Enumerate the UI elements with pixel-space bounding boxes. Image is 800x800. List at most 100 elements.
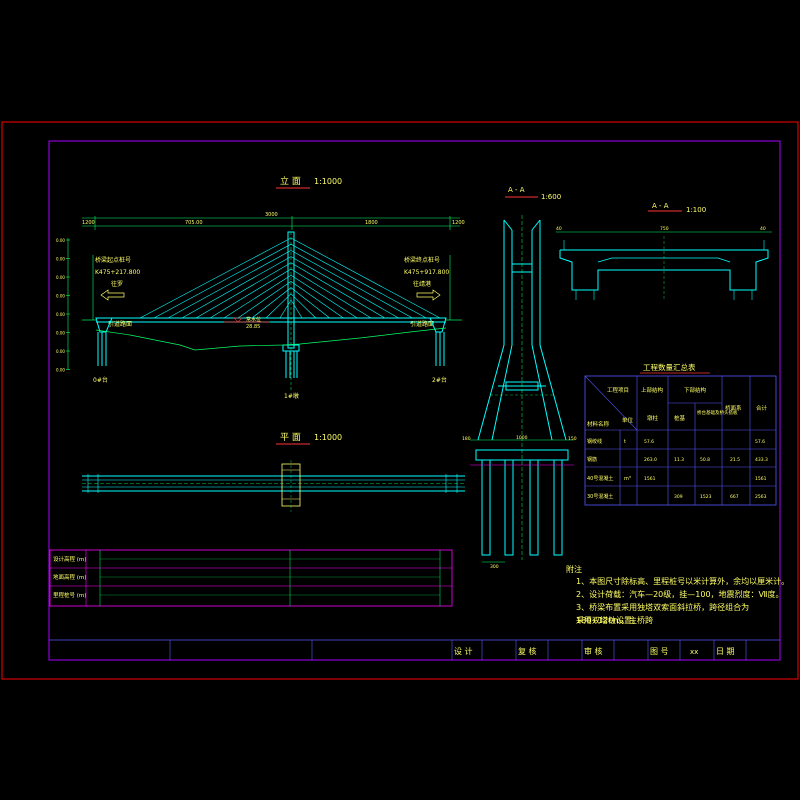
qty-cell-pier: 309 xyxy=(674,494,683,500)
ground-line xyxy=(95,327,447,351)
header-diagonal xyxy=(584,375,638,431)
col-pier: 墩柱 xyxy=(647,414,659,422)
note-line: 2、设计荷载：汽车—20级，挂—100，地震烈度：Ⅶ度。 xyxy=(576,590,784,599)
dim-right: 1800 xyxy=(365,220,378,226)
stay-cable xyxy=(290,287,330,319)
stay-cable xyxy=(279,299,292,319)
elev-tick-label: 0.00 xyxy=(56,275,65,280)
elev-tick-label: 0.00 xyxy=(56,349,65,354)
elev-tick-label: 0.00 xyxy=(56,257,65,262)
plan-scale: 1:1000 xyxy=(314,433,342,442)
dim-end: 1200 xyxy=(452,220,465,226)
elev-tick-label: 0.00 xyxy=(56,238,65,243)
stay-cable xyxy=(290,274,358,319)
stay-cable xyxy=(153,243,292,319)
left-abutment-label: 0#台 xyxy=(93,376,108,384)
qty-cell-super: 1561 xyxy=(644,476,656,482)
drawing-no-label: 图 号 xyxy=(650,647,669,656)
stay-cable xyxy=(139,237,292,319)
box-girder-inner xyxy=(597,257,731,263)
qty-cell-unit: m³ xyxy=(624,476,631,482)
tower-leg-right-outer xyxy=(539,220,567,441)
qty-cell-abut: 21.5 xyxy=(730,457,740,463)
drawing-no: xx xyxy=(690,648,698,656)
qty-cell-pile: 50.8 xyxy=(700,457,710,463)
elevation-view: 立 面 1:1000 3000 705.00 1800 1200 1200 0.… xyxy=(56,175,465,400)
plan-title: 平 面 xyxy=(280,432,301,443)
stay-cable xyxy=(290,243,427,319)
dim-left: 705.00 xyxy=(185,220,203,226)
stay-cable xyxy=(167,250,292,319)
right-direction: 往靖港 xyxy=(413,280,431,288)
elev-tick-label: 0.00 xyxy=(56,368,65,373)
qty-cell-abut: 667 xyxy=(730,494,739,500)
tower-section: A - A 1:600 180 1000 150 300 xyxy=(462,186,577,570)
section-b-scale: 1:100 xyxy=(686,206,706,214)
col-pile: 桩基 xyxy=(674,414,686,422)
quantity-table: 工程数量汇总表 工程项目 材料名称 单位 上部结构 下部结构 墩柱 桩基 桥台基… xyxy=(584,362,777,506)
box-dim: 750 xyxy=(660,226,669,232)
qty-cell-name: 30号混凝土 xyxy=(587,493,613,500)
dim-start: 1200 xyxy=(82,220,95,226)
note-line: 1、本图尺寸除标高、里程桩号以米计算外，余均以厘米计。 xyxy=(576,577,790,586)
right-arrow-icon xyxy=(416,289,441,301)
right-station-label: 桥梁终点桩号 xyxy=(404,256,440,264)
qty-cell-name: 钢绞线 xyxy=(587,438,602,445)
stay-cable xyxy=(290,293,317,319)
plan-view: 平 面 1:1000 xyxy=(82,432,465,512)
left-station: K475+217.800 xyxy=(95,269,140,276)
box-section: A - A 1:100 40 750 40 xyxy=(556,202,772,300)
water-level: 常水位 xyxy=(246,316,261,323)
col-total: 合计 xyxy=(756,404,768,412)
stay-cable xyxy=(237,281,292,319)
quantity-table-title: 工程数量汇总表 xyxy=(643,362,696,372)
col-unit: 单位 xyxy=(622,416,634,424)
qty-cell-unit: t xyxy=(624,439,626,445)
qty-cell-total: 2563 xyxy=(755,494,767,500)
left-arrow-icon xyxy=(100,289,125,301)
elev-tick-label: 0.00 xyxy=(56,331,65,336)
design-label: 设 计 xyxy=(454,646,473,656)
right-station: K475+917.800 xyxy=(404,269,449,276)
qty-cell-total: 1561 xyxy=(755,476,767,482)
stay-cable xyxy=(290,250,413,319)
section-b-title: A - A xyxy=(652,202,669,210)
profile-table-frame xyxy=(49,549,453,607)
qty-cell-pier: 11.3 xyxy=(674,457,684,463)
profile-row-label: 地面高程 (m) xyxy=(53,573,86,581)
left-direction: 往罗 xyxy=(111,280,123,288)
elevation-scale: 1:1000 xyxy=(314,177,342,186)
section-a-scale: 1:600 xyxy=(541,193,561,201)
notes-heading: 附注 xyxy=(566,565,582,574)
box-dim: 40 xyxy=(556,226,562,232)
stay-cable xyxy=(290,262,385,319)
quantity-table-frame xyxy=(584,375,777,506)
section-a-title: A - A xyxy=(508,186,525,194)
qty-cell-total: 57.6 xyxy=(755,439,765,445)
tower-top xyxy=(531,219,541,231)
profile-table: 设计高程 (m) 地面高程 (m) 里程桩号 (m) xyxy=(49,549,453,607)
qty-cell-pile: 1523 xyxy=(700,494,712,500)
stay-cable xyxy=(251,287,292,319)
title-block: 设 计 复 核 审 核 图 号 xx 日 期 xyxy=(49,639,780,660)
profile-row-label: 设计高程 (m) xyxy=(53,555,86,563)
stay-cable xyxy=(265,293,292,319)
qty-cell-name: 钢筋 xyxy=(587,456,597,463)
stay-cable xyxy=(290,268,372,319)
right-abutment-body xyxy=(429,317,447,333)
col-project: 工程项目 xyxy=(607,386,629,394)
dim-total: 3000 xyxy=(265,212,278,218)
left-road: 引道路面 xyxy=(108,320,132,328)
pile xyxy=(504,459,514,556)
date-label: 日 期 xyxy=(716,647,735,656)
tower-leg-left-outer xyxy=(477,220,505,441)
profile-row-label: 里程桩号 (m) xyxy=(53,591,86,599)
stay-cable xyxy=(181,256,292,319)
outer-frame xyxy=(1,121,799,680)
tower-top xyxy=(503,219,513,231)
pile xyxy=(481,459,491,556)
tower-leg-left-inner xyxy=(491,230,513,441)
water-level-value: 28.85 xyxy=(246,324,260,330)
qty-cell-total: 433.3 xyxy=(755,457,768,463)
stay-cable xyxy=(290,256,399,319)
